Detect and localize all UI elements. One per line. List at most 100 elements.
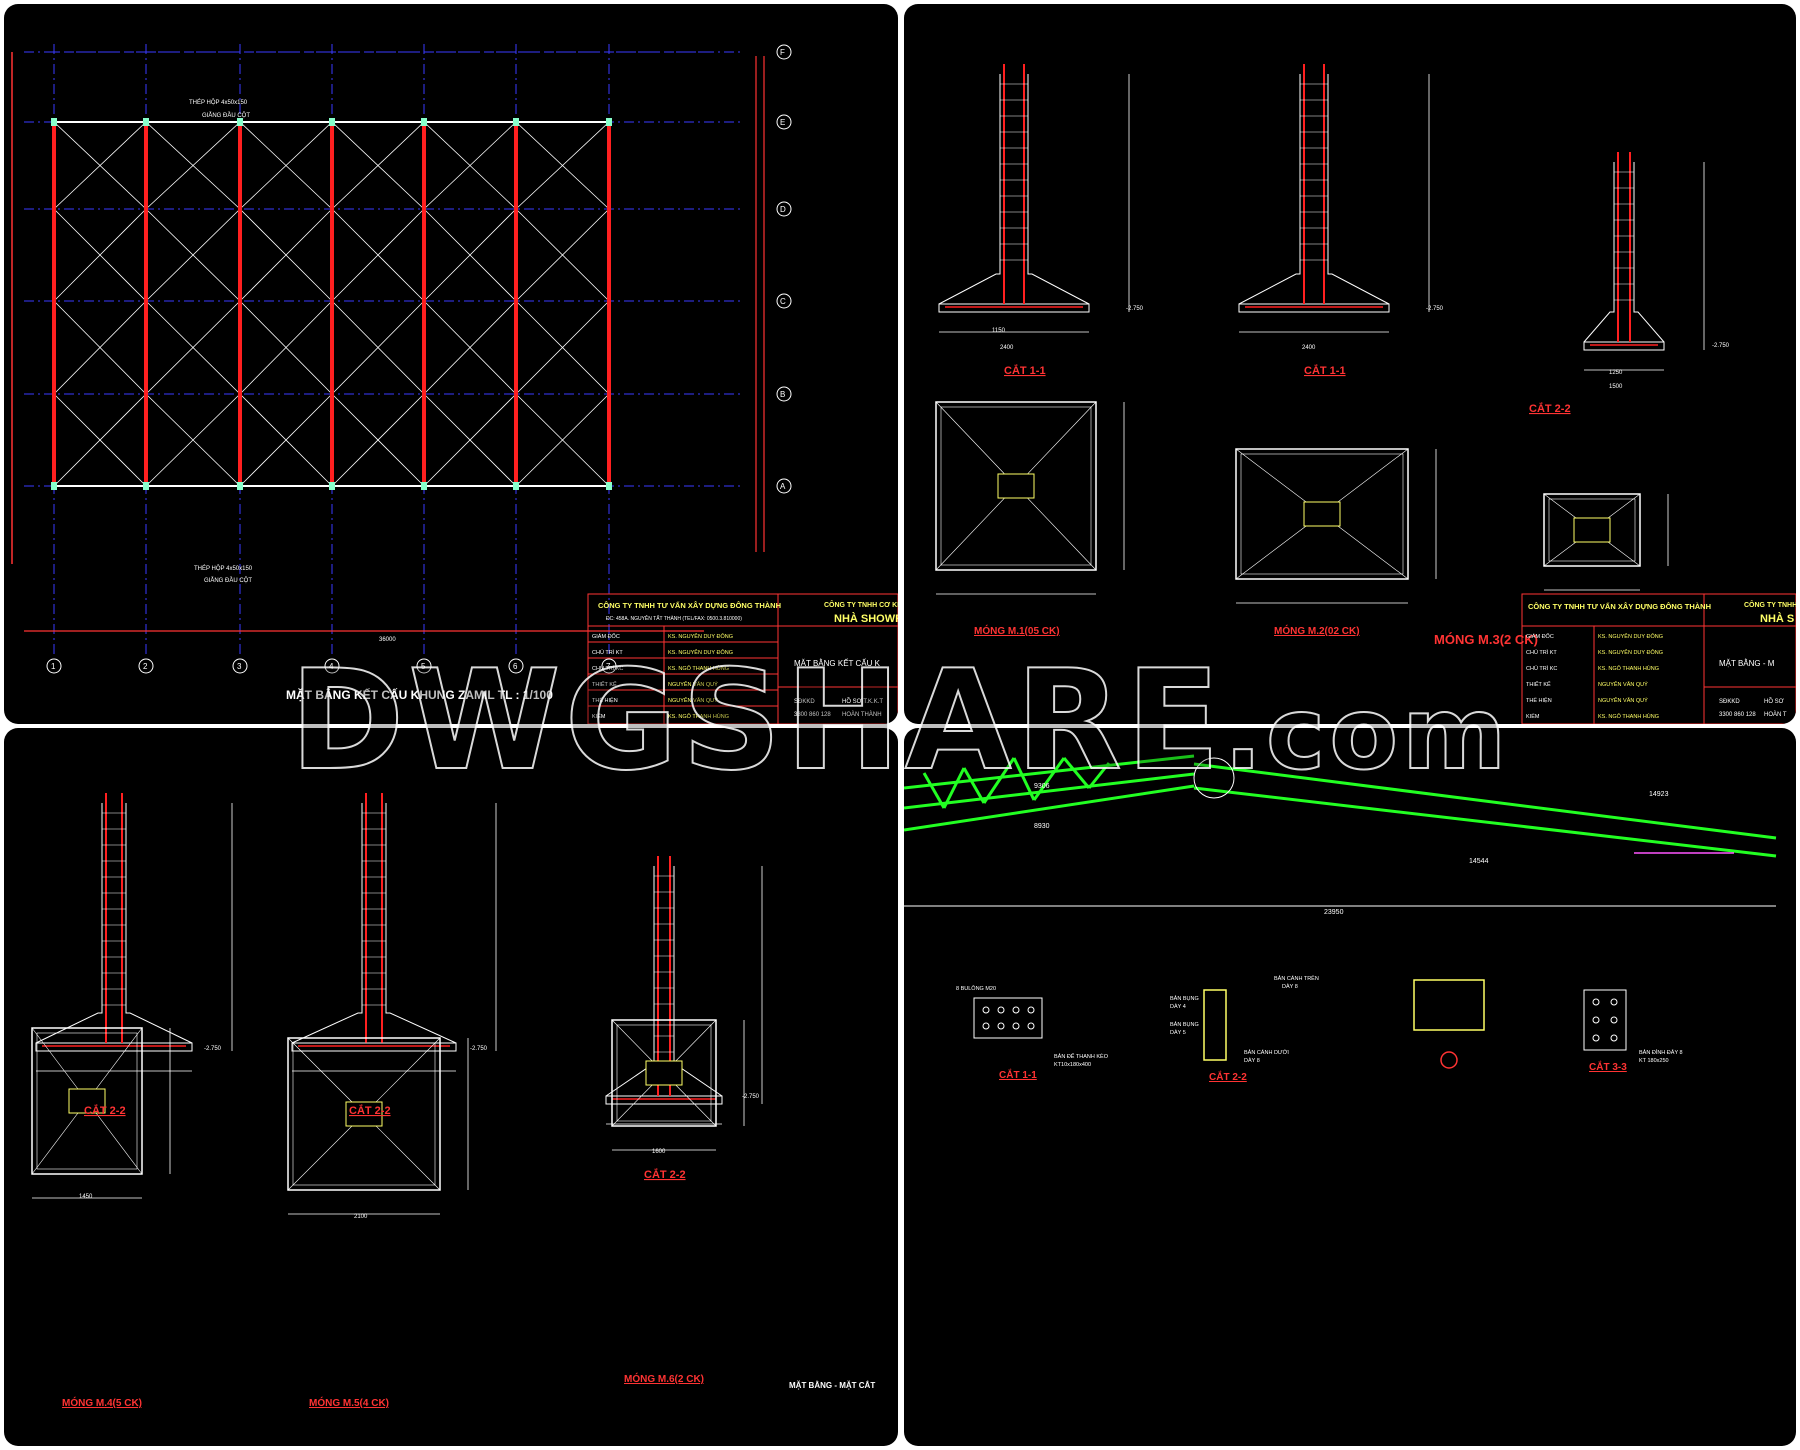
- tb2-name: KS. NGÔ THANH HÙNG: [1598, 665, 1659, 672]
- footing-outline: [1633, 162, 1665, 343]
- footing-plan-inner: [292, 1042, 436, 1186]
- brace-line: [331, 393, 425, 487]
- column-pedestal: [68, 1088, 106, 1114]
- column-rafter: [422, 122, 426, 486]
- tb2-name: KS. NGUYỄN DUY ĐÔNG: [1598, 649, 1663, 656]
- footing-outline: [1327, 74, 1390, 305]
- detail-note: DÀY 8: [1282, 983, 1298, 990]
- detail-note: BẢN CÁNH TRÊN: [1274, 974, 1319, 982]
- column-cap: [237, 118, 243, 126]
- dim-web-1: 9306: [1034, 783, 1050, 790]
- brace-line: [53, 208, 147, 302]
- tb2-client: CÔNG TY TNHH: [1744, 600, 1796, 609]
- tb-name: KS. NGÔ THANH HÙNG: [668, 713, 729, 720]
- tb-name: KS. NGÔ THANH HÙNG: [668, 665, 729, 672]
- note-top: THÉP HỘP 4x50x150: [189, 99, 248, 106]
- label-mong-m6: MÓNG M.6(2 CK): [624, 1372, 704, 1385]
- tb2-name: KS. NGUYỄN DUY ĐÔNG: [1598, 633, 1663, 640]
- label-cat-2-2-c: CẮT 2-2: [644, 1168, 686, 1181]
- truss-panel: 14923 14544 23950 9306 8930 CẮT 1-1 CẮT …: [904, 728, 1796, 1446]
- tb-client: CÔNG TY TNHH CƠ KHÍ: [824, 600, 898, 609]
- dim-label: 1600: [652, 1149, 666, 1155]
- detail-note: BẢN CÁNH DƯỚI: [1244, 1049, 1289, 1056]
- brace-line: [515, 208, 610, 302]
- brace-line: [423, 393, 517, 487]
- brace-line: [331, 300, 425, 395]
- truss-frame: [904, 754, 1777, 858]
- label-truss-cat-2-2: CẮT 2-2: [1209, 1070, 1247, 1083]
- footing-outline: [1583, 162, 1615, 343]
- tb-name: KS. NGUYỄN DUY ĐÔNG: [668, 633, 733, 640]
- brace-line: [515, 393, 610, 487]
- footing-outline: [938, 74, 1001, 305]
- grid-bubble-col: [416, 658, 432, 674]
- bolt-hole: [1610, 1034, 1618, 1042]
- dim-bottom-chord: 14544: [1469, 858, 1489, 865]
- tb-name: NGUYỄN VĂN QUÝ: [668, 697, 718, 704]
- grid-bubble-col-label: 2: [143, 662, 148, 671]
- footing-base: [35, 1042, 193, 1052]
- bolt-hole: [1027, 1022, 1035, 1030]
- dim-label: -2.750: [470, 1046, 488, 1052]
- grid-bubble-row-label: F: [780, 48, 785, 57]
- grid-bubble-row-label: B: [780, 390, 785, 399]
- grid-bubble-col: [601, 658, 617, 674]
- footing-plan-inner: [1240, 453, 1404, 575]
- column-cap: [237, 482, 243, 490]
- brace-line: [331, 208, 425, 302]
- footing-base: [1583, 341, 1665, 351]
- label-cat-2-2: CẮT 2-2: [1529, 402, 1571, 415]
- dim-label: -2.750: [742, 1094, 760, 1100]
- plan-slope: [363, 1113, 441, 1191]
- tb2-role: KIỂM: [1526, 713, 1540, 720]
- dim-label: -2.750: [204, 1046, 222, 1052]
- bolt-hole: [1012, 1022, 1020, 1030]
- end-plate: [973, 997, 1043, 1039]
- label-cat-1-1-a: CẮT 1-1: [1004, 364, 1046, 377]
- tb2-role: GIÁM ĐỐC: [1526, 633, 1554, 640]
- tb-role: CHỦ TRÌ KC: [592, 665, 623, 672]
- tb2-role: CHỦ TRÌ KC: [1526, 665, 1557, 672]
- label-mong-m3: MÓNG M.3(2 CK): [1434, 632, 1538, 647]
- brace-line: [423, 121, 517, 210]
- dim-label: -2.750: [1712, 343, 1730, 349]
- footing-base: [938, 303, 1090, 313]
- truss-drawing: 14923 14544 23950 9306 8930 CẮT 1-1 CẮT …: [904, 754, 1777, 1083]
- label-truss-cat-3-3: CẮT 3-3: [1589, 1060, 1627, 1073]
- column-rafter: [514, 122, 518, 486]
- column-rafter: [607, 122, 611, 486]
- footing-sections-panel-2: 1450 2100 1600 -2.750 -2.750 -2.750 CẮT 2-2 C…: [4, 728, 898, 1446]
- footing-plan: [935, 401, 1097, 571]
- dim-label: 1450: [79, 1194, 93, 1200]
- column-cap: [329, 118, 335, 126]
- dim-label: 2100: [354, 1214, 368, 1220]
- brace-line: [145, 393, 241, 487]
- footing-drawing-2: 1450 2100 1600 -2.750 -2.750 -2.750 CẮT 2-2 C…: [31, 793, 875, 1409]
- brace-line: [515, 121, 610, 210]
- dim-label: 1500: [1609, 384, 1623, 390]
- tb2-name: NGUYỄN VĂN QUÝ: [1598, 697, 1648, 704]
- plan-slope: [935, 485, 1017, 571]
- apex-node: [1413, 979, 1485, 1031]
- dim-label: 2400: [1000, 345, 1014, 351]
- detail-note: DÀY 4: [1170, 1003, 1186, 1010]
- dim-total: 36000: [379, 637, 396, 643]
- label-cat-2-2-b: CẮT 2-2: [349, 1104, 391, 1117]
- node-marker: [1440, 1051, 1458, 1069]
- i-section: [1203, 989, 1227, 1061]
- brace-line: [423, 208, 517, 302]
- dim-span: 23950: [1324, 909, 1344, 916]
- detail-note: DÀY 8: [1244, 1057, 1260, 1064]
- label-mong-m4: MÓNG M.4(5 CK): [62, 1396, 142, 1409]
- brace-line: [53, 300, 147, 395]
- column-cap: [421, 482, 427, 490]
- label-mong-m5: MÓNG M.5(4 CK): [309, 1396, 389, 1409]
- footing-outline: [1238, 74, 1301, 305]
- tb-sbkd: SĐKKD: [794, 699, 815, 705]
- footing-outline: [291, 803, 363, 1044]
- title-block-2: CÔNG TY TNHH TƯ VẤN XÂY DỰNG ĐÔNG THÀNH …: [1521, 593, 1796, 724]
- tb2-role: CHỦ TRÌ KT: [1526, 649, 1557, 656]
- grid-bubble-row: [776, 293, 792, 309]
